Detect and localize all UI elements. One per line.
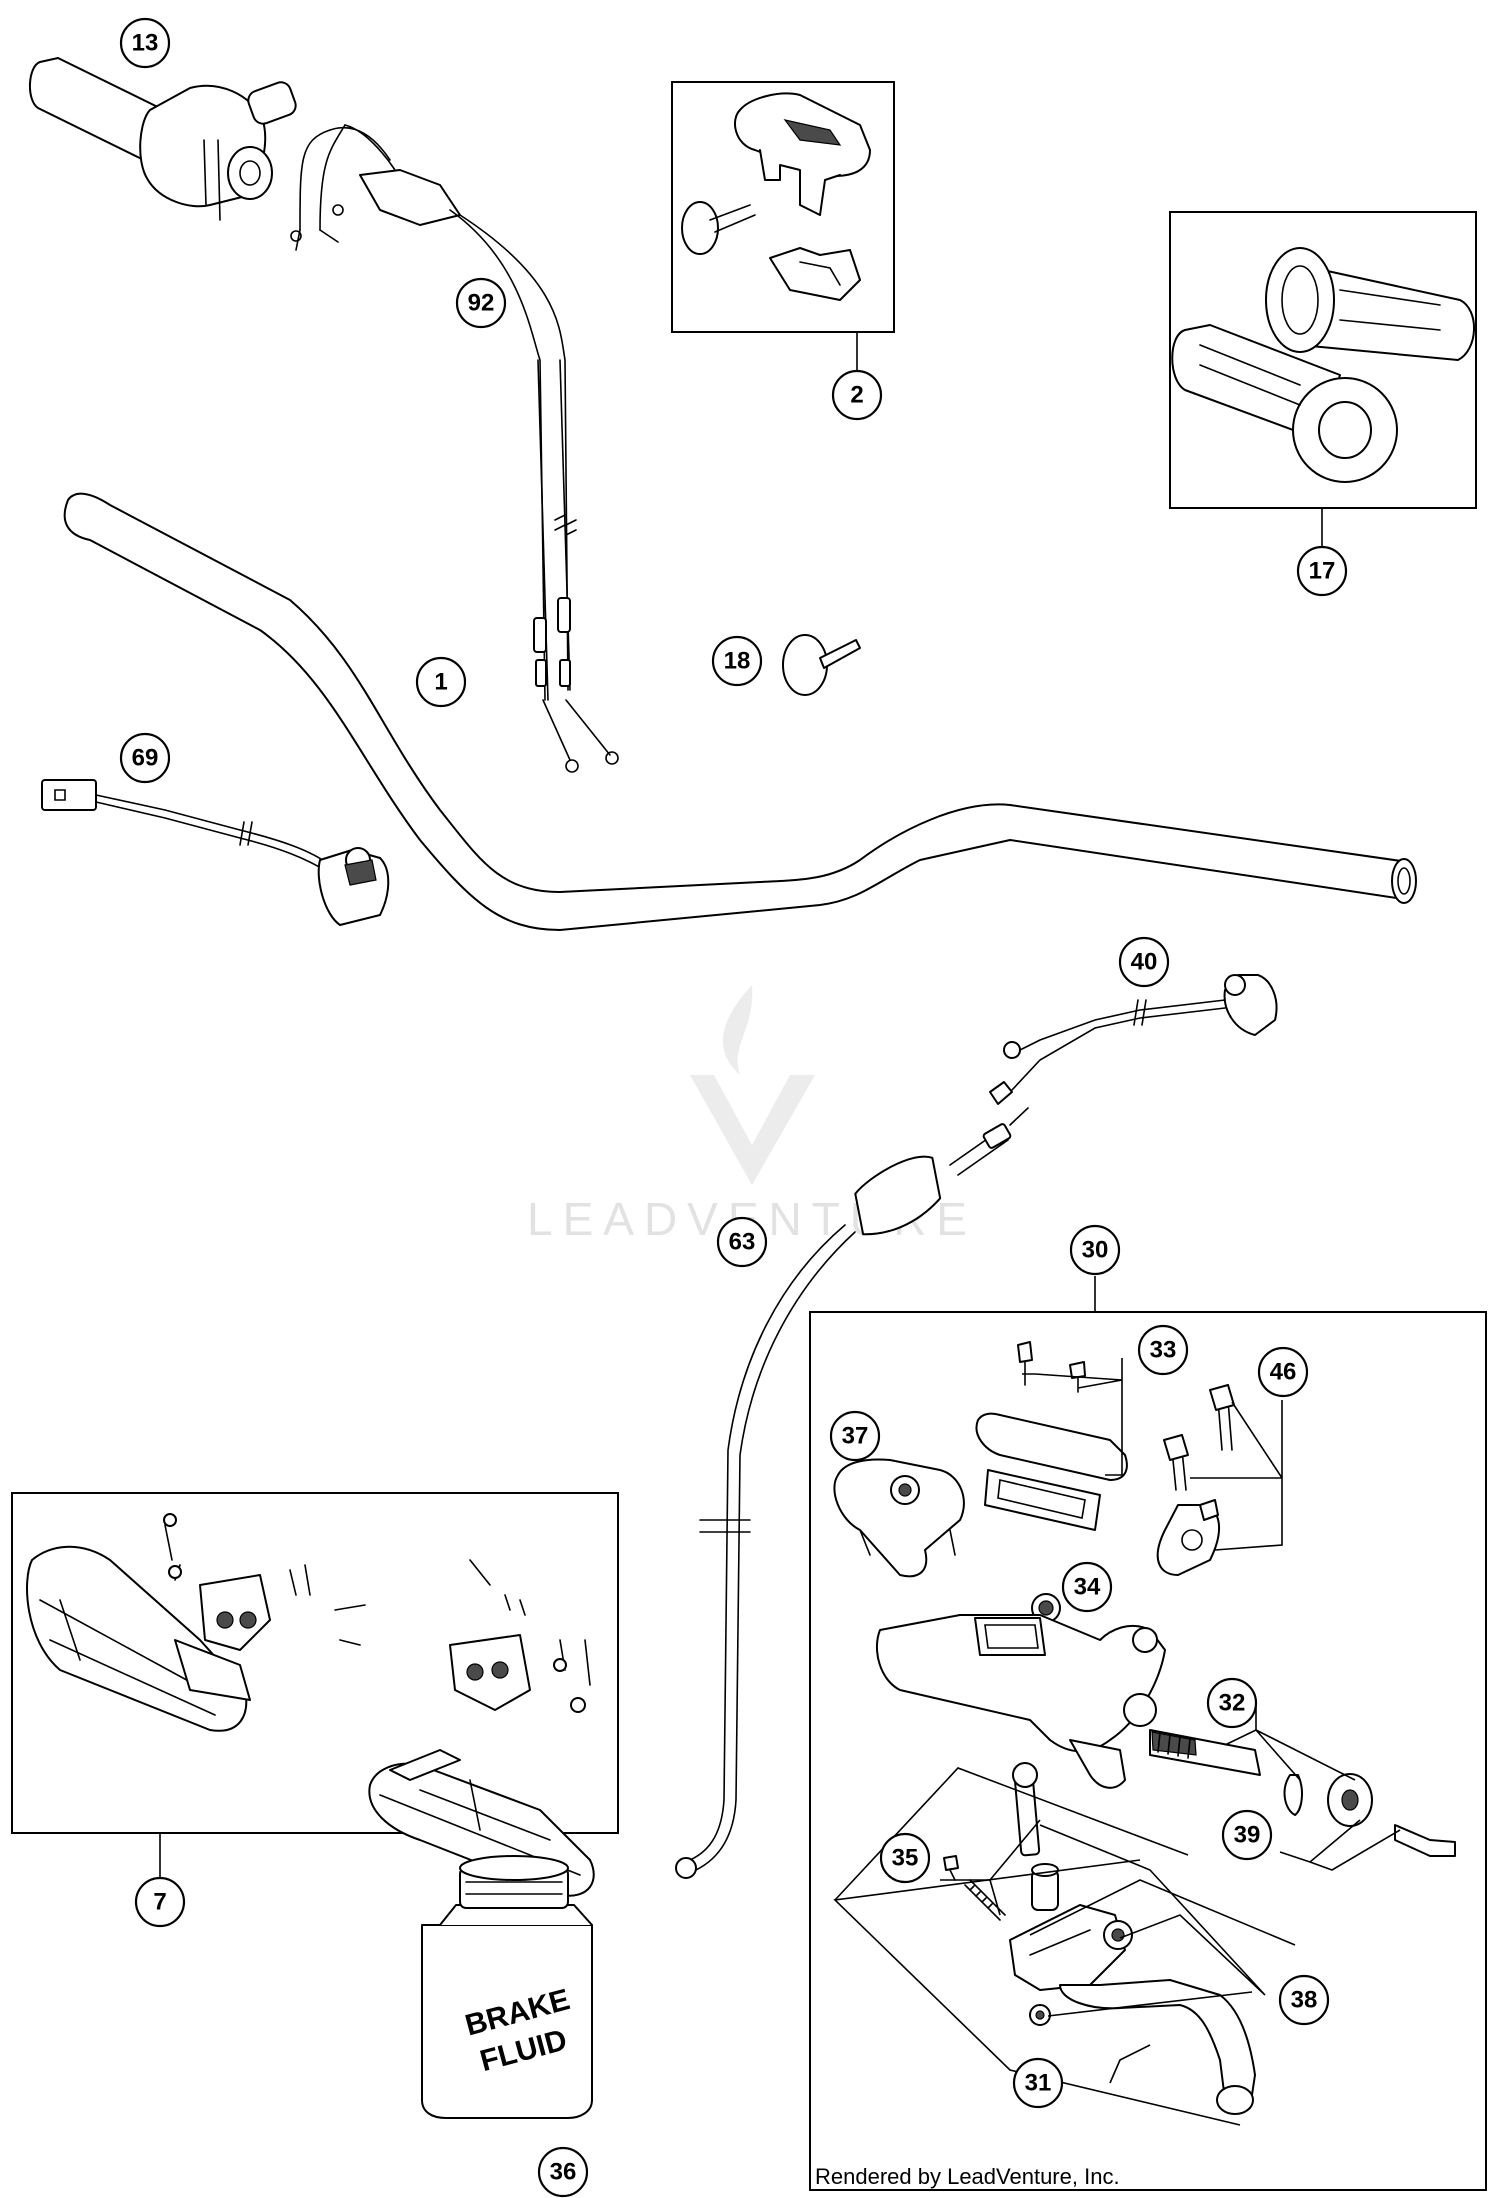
callout-39: 39 (1221, 1809, 1273, 1861)
callout-circle (455, 277, 507, 329)
callout-circle (1278, 1974, 1330, 2026)
callout-30: 30 (1069, 1224, 1121, 1276)
brake-hose (675, 1107, 1029, 1879)
callout-number: 35 (892, 1845, 919, 1872)
callout-40: 40 (1118, 936, 1170, 988)
kit-box-2 (671, 81, 895, 333)
callout-1: 1 (415, 656, 467, 708)
callout-circle (831, 369, 883, 421)
callout-35: 35 (879, 1832, 931, 1884)
callout-circle (1296, 545, 1348, 597)
callout-37: 37 (829, 1410, 881, 1462)
callout-number: 31 (1025, 2070, 1052, 2097)
callout-number: 92 (468, 290, 495, 317)
callout-18: 18 (711, 635, 763, 687)
callout-63: 63 (716, 1216, 768, 1268)
grips (1171, 247, 1475, 483)
callout-number: 69 (132, 745, 159, 772)
callout-number: 33 (1150, 1337, 1177, 1364)
callout-circle (1061, 1561, 1113, 1613)
callout-circle (415, 656, 467, 708)
callout-circle (829, 1410, 881, 1462)
cable-tie (782, 634, 861, 696)
callout-17: 17 (1296, 545, 1348, 597)
callout-46: 46 (1257, 1346, 1309, 1398)
callout-number: 34 (1074, 1574, 1101, 1601)
callout-32: 32 (1206, 1677, 1258, 1729)
callout-number: 17 (1309, 558, 1336, 585)
kit-box-30 (809, 1311, 1487, 2191)
callout-2: 2 (831, 369, 883, 421)
callout-number: 37 (842, 1423, 869, 1450)
callout-33: 33 (1137, 1324, 1189, 1376)
callout-number: 13 (132, 30, 159, 57)
callout-circle (711, 635, 763, 687)
callout-circle (879, 1832, 931, 1884)
switch-kit (681, 92, 871, 301)
callout-number: 2 (850, 382, 863, 409)
callout-34: 34 (1061, 1561, 1113, 1613)
master-cylinder-assembly (833, 1341, 1456, 2115)
callout-circle (1012, 2057, 1064, 2109)
kit-box-17 (1169, 211, 1477, 509)
callout-69: 69 (119, 732, 171, 784)
callout-number: 40 (1131, 949, 1158, 976)
callout-circle (1257, 1346, 1309, 1398)
callout-36: 36 (537, 2146, 589, 2198)
callout-number: 1 (434, 669, 447, 696)
callout-circle (1221, 1809, 1273, 1861)
throttle-cables (290, 124, 619, 773)
callout-circle (1137, 1324, 1189, 1376)
callout-circle (119, 17, 171, 69)
callout-number: 30 (1082, 1237, 1109, 1264)
callout-38: 38 (1278, 1974, 1330, 2026)
callout-layer: 1 2 7 13 17 18 30 31 32 33 34 35 36 37 38 39 40 46 63 69 92 (119, 17, 1348, 2198)
callout-number: 63 (729, 1229, 756, 1256)
leader-lines (159, 332, 1401, 2126)
callout-circle (1069, 1224, 1121, 1276)
handlebar (63, 492, 1417, 931)
callout-number: 7 (153, 1889, 166, 1916)
throttle-assembly (29, 57, 297, 221)
handguards (26, 1513, 595, 1897)
brake-fluid-bottle: BRAKE FLUID (421, 1855, 593, 2119)
callout-7: 7 (134, 1876, 186, 1928)
callout-number: 32 (1219, 1690, 1246, 1717)
callout-circle (716, 1216, 768, 1268)
callout-number: 36 (550, 2159, 577, 2186)
brake-switch (989, 974, 1278, 1105)
callout-circle (537, 2146, 589, 2198)
callout-13: 13 (119, 17, 171, 69)
callout-31: 31 (1012, 2057, 1064, 2109)
callout-circle (119, 732, 171, 784)
callout-number: 46 (1270, 1359, 1297, 1386)
render-credit: Rendered by LeadVenture, Inc. (815, 2164, 1120, 2189)
callout-92: 92 (455, 277, 507, 329)
kill-switch (41, 779, 390, 926)
callout-circle (1206, 1677, 1258, 1729)
callout-number: 39 (1234, 1822, 1261, 1849)
callout-number: 38 (1291, 1987, 1318, 2014)
kit-box-7 (11, 1492, 619, 1834)
callout-number: 18 (724, 648, 751, 675)
callout-circle (134, 1876, 186, 1928)
callout-circle (1118, 936, 1170, 988)
